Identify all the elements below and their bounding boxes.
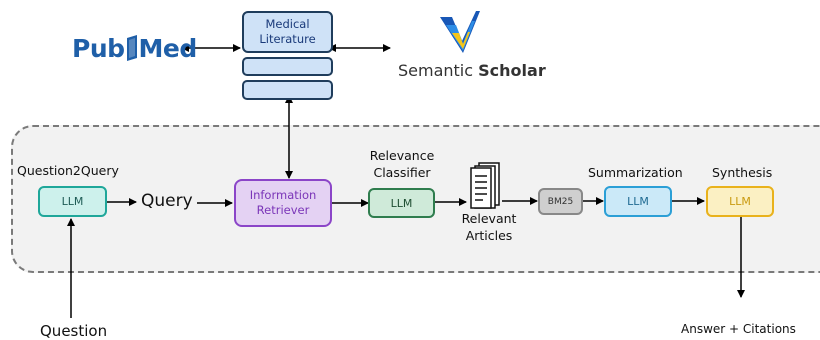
query-label: Query	[141, 191, 193, 211]
relevant-articles-label: Relevant Articles	[461, 211, 517, 243]
llm-label: LLM	[627, 195, 649, 208]
scholar-text: Scholar	[478, 61, 546, 80]
medical-literature-box: Medical Literature	[242, 11, 333, 53]
pubmed-pub-text: Pub	[72, 33, 125, 63]
relevance-classifier-label: Relevance Classifier	[369, 148, 435, 180]
medical-literature-label: Medical Literature	[259, 17, 316, 46]
question2query-label: Question2Query	[17, 163, 119, 178]
semantic-text: Semantic	[398, 61, 474, 80]
question2query-llm-box: LLM	[38, 186, 107, 217]
llm-label: LLM	[729, 195, 751, 208]
llm-label: LLM	[390, 196, 413, 210]
semantic-scholar-wordmark: Semantic Scholar	[398, 61, 546, 80]
literature-stack-layer-2	[242, 80, 333, 100]
synthesis-label: Synthesis	[712, 165, 773, 180]
pubmed-logo: Pub Med	[72, 30, 197, 66]
semantic-scholar-icon	[438, 11, 482, 55]
answer-citations-label: Answer + Citations	[681, 322, 796, 336]
summarization-llm-box: LLM	[604, 186, 672, 217]
bm25-box: BM25	[538, 188, 583, 215]
question-label: Question	[40, 322, 108, 340]
summarization-label: Summarization	[588, 165, 683, 180]
literature-stack-layer-1	[242, 57, 333, 76]
synthesis-llm-box: LLM	[706, 186, 774, 217]
pubmed-med-text: Med	[138, 33, 198, 63]
llm-label: LLM	[61, 195, 84, 208]
relevance-llm-box: LLM	[368, 188, 435, 218]
pubmed-book-icon	[126, 35, 138, 61]
document-stack-icon	[470, 162, 502, 210]
information-retriever-box: Information Retriever	[234, 179, 332, 227]
information-retriever-label: Information Retriever	[249, 188, 317, 217]
bm25-label: BM25	[547, 196, 574, 207]
